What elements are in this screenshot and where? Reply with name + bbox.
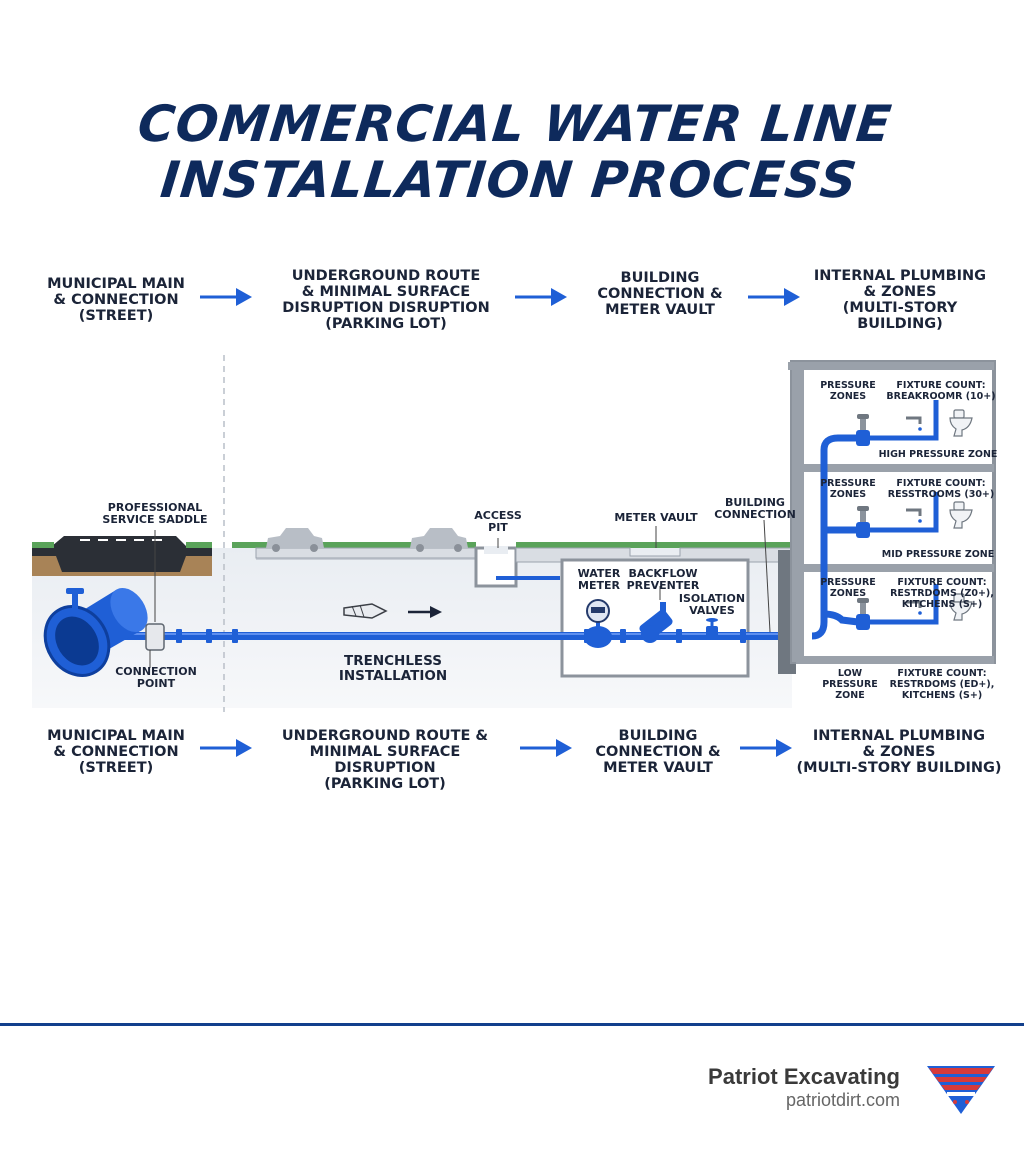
bottom-step-internal: INTERNAL PLUMBING & ZONES (MULTI-STORY B… xyxy=(796,728,1002,776)
valve-icon xyxy=(856,414,870,446)
service-saddle-icon xyxy=(145,530,165,668)
right-arrow-icon xyxy=(515,288,567,306)
floor-2-fixtures xyxy=(856,492,973,538)
right-arrow-icon xyxy=(200,288,252,306)
toilet-icon xyxy=(949,409,973,437)
car-icon xyxy=(410,528,468,552)
toilet-icon xyxy=(949,501,973,529)
top-step-building: BUILDING CONNECTION & METER VAULT xyxy=(597,270,723,318)
riser-pipe xyxy=(811,434,858,640)
drill-bit-icon xyxy=(343,603,442,619)
installation-cross-section xyxy=(32,355,996,712)
isolation-valves-label: ISOLATION VALVES xyxy=(678,592,746,617)
pipe-icon xyxy=(104,632,812,640)
floor-2-pressure-label: PRESSURE ZONES xyxy=(820,478,876,500)
floor-3-zone-label: HIGH PRESSURE ZONE xyxy=(878,449,998,460)
connection-point-label: CONNECTION POINT xyxy=(115,665,197,690)
access-pit-label: ACCESS PIT xyxy=(474,509,522,534)
toilet-icon xyxy=(949,593,973,621)
top-step-municipal: MUNICIPAL MAIN & CONNECTION (STREET) xyxy=(47,276,185,324)
title-line-1: COMMERCIAL WATER LINE xyxy=(135,95,895,153)
right-arrow-icon xyxy=(748,288,800,306)
floor-1-fixtures xyxy=(856,584,973,630)
valve-icon xyxy=(856,506,870,538)
faucet-icon xyxy=(906,416,922,431)
trenchless-installation-label: TRENCHLESS INSTALLATION xyxy=(338,653,448,684)
brand-url[interactable]: patriotdirt.com xyxy=(785,1090,900,1110)
floor-2-fixture-label: FIXTURE COUNT: RESSTROOMS (30+) xyxy=(887,478,995,500)
meter-vault-label: METER VAULT xyxy=(614,511,698,524)
backflow-preventer-label: BACKFLOW PREVENTER xyxy=(626,567,700,592)
car-icon xyxy=(266,528,324,552)
floor-2-zone-label: MID PRESSURE ZONE xyxy=(881,549,995,560)
title-line-2: INSTALLATION PROCESS xyxy=(157,151,861,209)
right-arrow-icon xyxy=(200,739,252,757)
street-surface xyxy=(32,536,212,572)
floor-3-fixture-label: FIXTURE COUNT: BREAKROOMR (10+) xyxy=(886,380,996,402)
floor-fixtures xyxy=(856,400,973,630)
patriot-logo-icon xyxy=(927,1066,995,1114)
right-arrow-icon xyxy=(520,739,572,757)
building-connection-label: BUILDING CONNECTION xyxy=(714,496,796,521)
water-meter-icon xyxy=(584,599,612,648)
service-saddle-label: PROFESSIONAL SERVICE SADDLE xyxy=(102,501,208,526)
floor-1-fixture-label: FIXTURE COUNT: RESTRDOMS (Z0+), KITCHENS… xyxy=(890,577,994,610)
municipal-main-pipe xyxy=(43,587,148,677)
low-zone-fixture-label: FIXTURE COUNT: RESTRDOMS (ED+), KITCHENS… xyxy=(889,668,995,701)
bottom-step-municipal: MUNICIPAL MAIN & CONNECTION (STREET) xyxy=(47,728,185,776)
top-step-underground: UNDERGROUND ROUTE & MINIMAL SURFACE DISR… xyxy=(282,268,490,332)
floor-3-fixtures xyxy=(856,400,973,446)
water-meter-label: WATER METER xyxy=(577,567,621,592)
faucet-icon xyxy=(906,600,922,615)
valve-icon xyxy=(706,618,718,640)
faucet-icon xyxy=(906,508,922,523)
bottom-step-underground: UNDERGROUND ROUTE & MINIMAL SURFACE DISR… xyxy=(281,728,489,792)
brand-name: Patriot Excavating xyxy=(708,1064,900,1089)
bottom-step-building: BUILDING CONNECTION & METER VAULT xyxy=(595,728,721,776)
floor-1-pressure-label: PRESSURE ZONES xyxy=(820,577,876,599)
low-pressure-zone-label: LOW PRESSURE ZONE xyxy=(822,668,878,701)
top-step-internal: INTERNAL PLUMBING & ZONES (MULTI-STORY B… xyxy=(813,268,987,332)
right-arrow-icon xyxy=(740,739,792,757)
footer-divider xyxy=(0,1023,1024,1026)
valve-icon xyxy=(856,598,870,630)
page-title: COMMERCIAL WATER LINE INSTALLATION PROCE… xyxy=(0,95,1024,209)
backflow-preventer-icon xyxy=(639,586,673,643)
floor-3-pressure-label: PRESSURE ZONES xyxy=(820,380,876,402)
parking-lot-surface xyxy=(232,542,476,548)
